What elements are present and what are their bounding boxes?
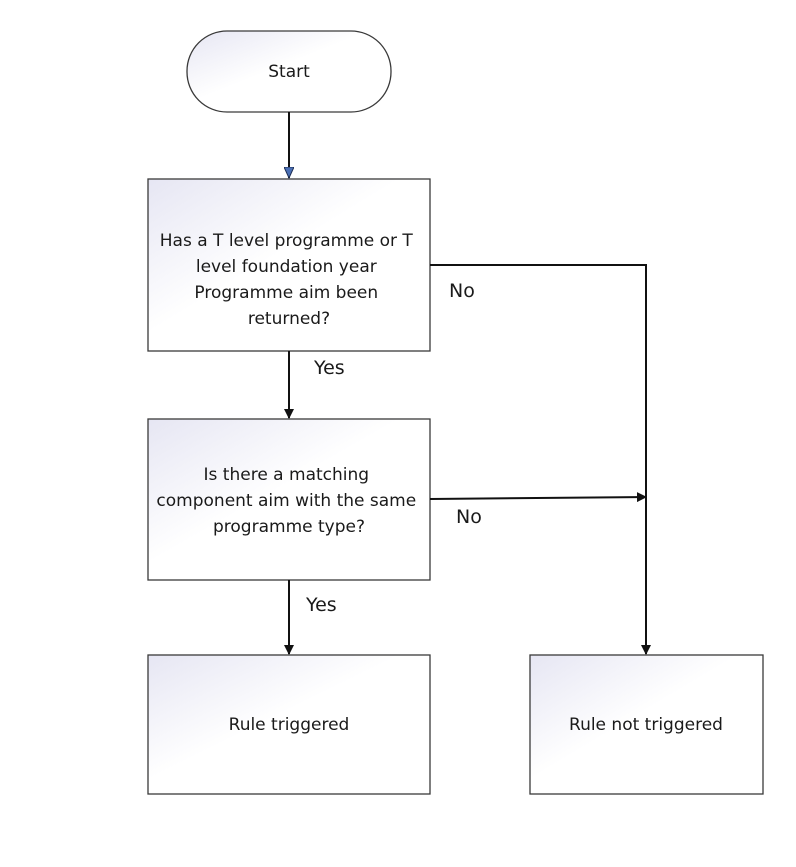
edge-label-decision-2-yes: Yes bbox=[305, 594, 337, 616]
decision-1-line: level foundation year bbox=[196, 257, 377, 277]
outcome-node-rule-not-triggered: Rule not triggered bbox=[529, 654, 764, 795]
decision-1-line: Has a T level programme or T bbox=[160, 231, 414, 251]
outcome-node-rule-triggered-label: Rule triggered bbox=[229, 715, 350, 735]
decision-node-programme-aim: Has a T level programme or T level found… bbox=[147, 178, 431, 352]
decision-1-line: returned? bbox=[248, 309, 330, 329]
start-node-label: Start bbox=[268, 62, 310, 82]
decision-1-line: Programme aim been bbox=[194, 283, 378, 303]
rule-triggered-line: Rule triggered bbox=[229, 715, 350, 735]
edge-label-decision-2-no: No bbox=[456, 506, 482, 528]
decision-2-line: programme type? bbox=[213, 517, 365, 537]
rule-not-triggered-line: Rule not triggered bbox=[569, 715, 723, 735]
edge-decision-2-no bbox=[429, 492, 647, 503]
edge-label-decision-1-no: No bbox=[449, 280, 475, 302]
decision-node-matching-component: Is there a matching component aim with t… bbox=[147, 418, 431, 581]
decision-node-matching-component-label: Is there a matching component aim with t… bbox=[156, 465, 421, 537]
start-node: Start bbox=[186, 30, 392, 113]
decision-node-programme-aim-label: Has a T level programme or T level found… bbox=[160, 231, 418, 329]
edge-label-decision-1-yes: Yes bbox=[313, 357, 345, 379]
outcome-node-rule-triggered: Rule triggered bbox=[147, 654, 431, 795]
decision-2-line: component aim with the same bbox=[156, 491, 416, 511]
outcome-node-rule-not-triggered-label: Rule not triggered bbox=[569, 715, 723, 735]
decision-2-line: Is there a matching bbox=[204, 465, 370, 485]
start-node-label-line: Start bbox=[268, 62, 310, 82]
edge-decision-1-no bbox=[430, 264, 651, 655]
